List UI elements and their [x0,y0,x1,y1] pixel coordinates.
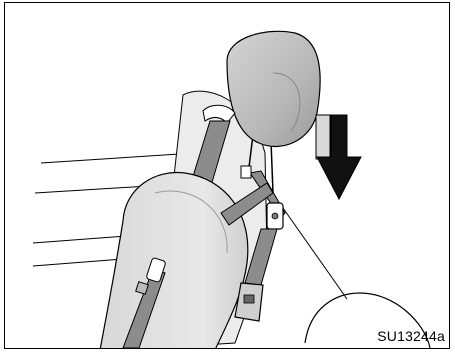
leader-line [283,208,347,299]
seat-headrest-illustration [5,3,450,349]
down-arrow-icon [316,115,361,199]
figure-frame: SU13244a [4,2,450,349]
seat-back-front [100,172,248,349]
figure-code-label: SU13244a [377,328,445,344]
